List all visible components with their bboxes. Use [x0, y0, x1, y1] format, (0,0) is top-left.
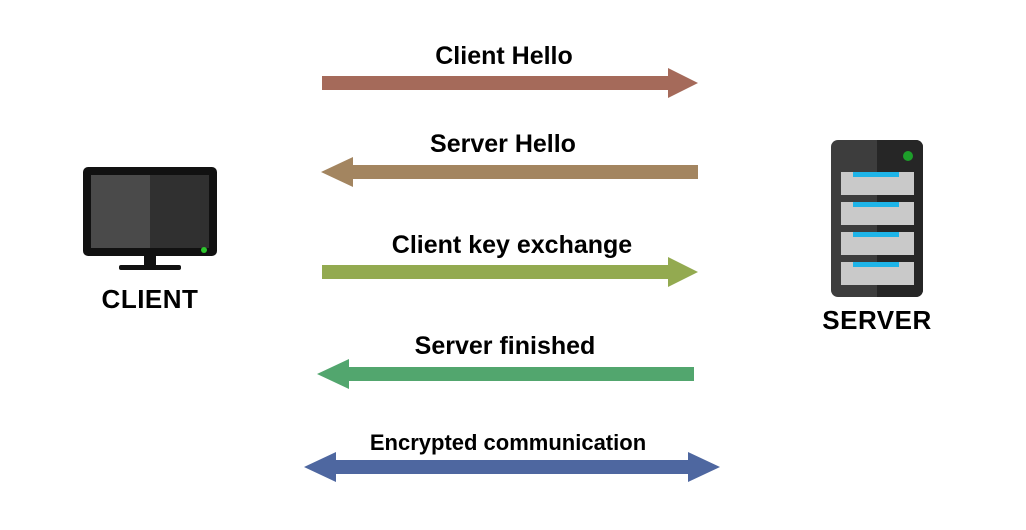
arrow-encrypted-communication [304, 452, 720, 482]
message-label-encrypted-communication: Encrypted communication [369, 430, 647, 455]
arrow-client-hello [322, 68, 698, 98]
arrow-server-finished [317, 359, 694, 389]
message-label-client-key-exchange: Client key exchange [391, 231, 633, 259]
message-label-server-finished: Server finished [414, 332, 596, 360]
server-rack-icon [831, 140, 923, 297]
arrow-client-key-exchange [322, 257, 698, 287]
server-label: SERVER [822, 305, 932, 335]
message-label-server-hello: Server Hello [430, 130, 576, 158]
monitor-icon [83, 167, 217, 270]
arrow-server-hello [321, 157, 698, 187]
message-label-client-hello: Client Hello [435, 42, 573, 70]
client-label: CLIENT [101, 284, 199, 314]
